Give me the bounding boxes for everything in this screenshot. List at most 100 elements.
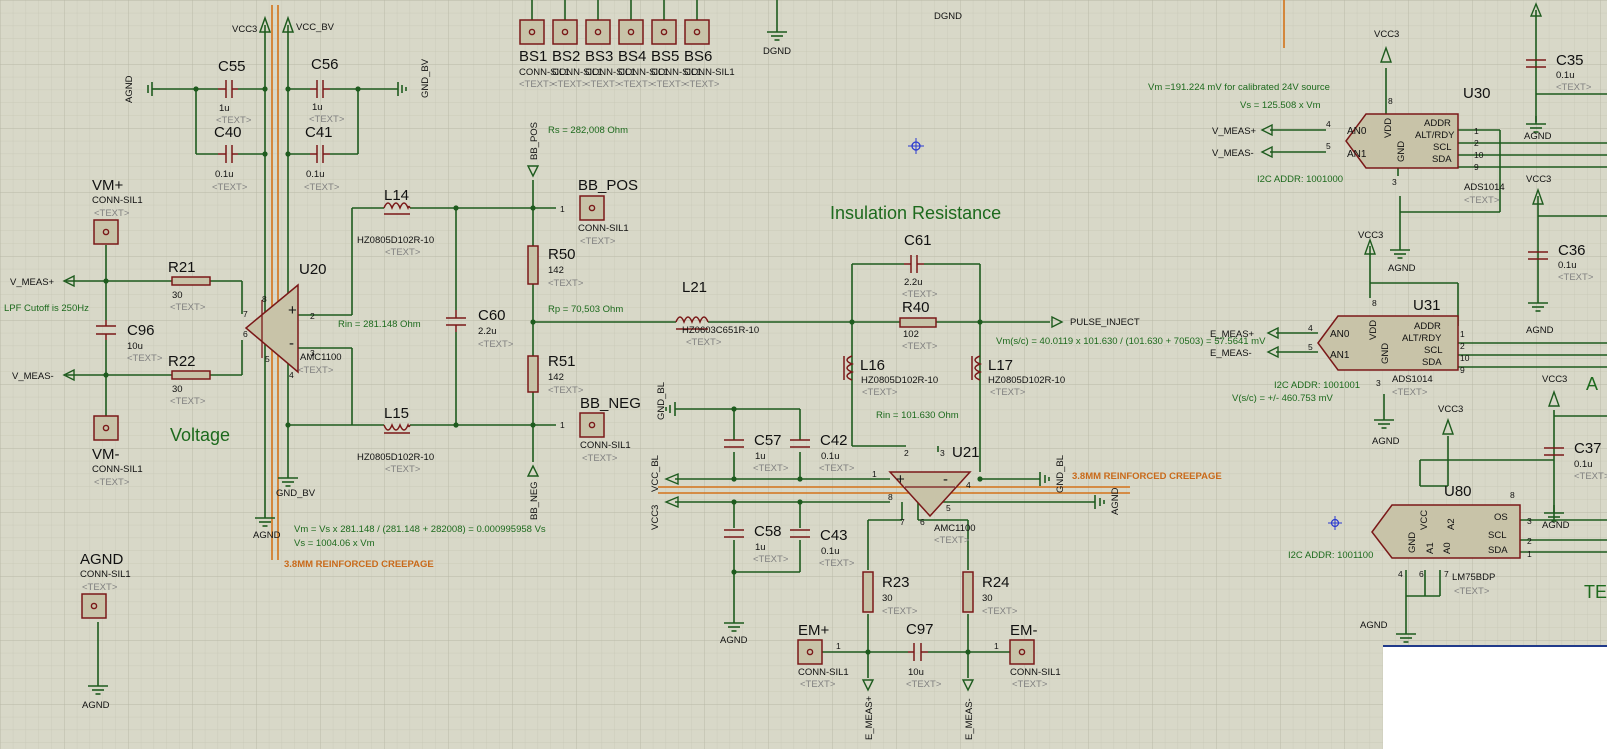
u20-plus: + [288,302,297,319]
u80-part: LM75BDP [1452,572,1495,583]
gnd-bv-top [397,82,407,96]
vcc3-arrow-icon [664,495,679,509]
net-dgnd-2: DGND [934,11,962,22]
resistor-r51 [527,355,539,393]
u31-ref: U31 [1413,297,1441,314]
net-emeas-plus-right: E_MEAS+ [1210,329,1255,340]
emn-type: CONN-SIL1 [1010,667,1061,678]
u31-an1: AN1 [1330,350,1350,361]
bbp-text: <TEXT> [580,236,616,247]
bbp-type: CONN-SIL1 [578,223,629,234]
c97-val: 10u [908,667,924,678]
vmeas-minus-arrow-icon [62,368,75,382]
c58-val: 1u [755,542,766,553]
c97-text: <TEXT> [906,679,942,690]
r40-text: <TEXT> [902,341,938,352]
emn-text: <TEXT> [1012,679,1048,690]
l14-text: <TEXT> [385,247,421,258]
r21-val: 30 [172,290,183,301]
c97-ref: C97 [906,621,934,638]
c40-val: 0.1u [215,169,234,180]
agnd-type: CONN-SIL1 [80,569,131,580]
bs4-ref: BS4 [618,48,646,65]
note-rin-u20: Rin = 281.148 Ohm [338,319,421,330]
c37-text: <TEXT> [1574,471,1607,482]
bs5-ref: BS5 [651,48,679,65]
l17-val: HZ0805D102R-10 [988,375,1065,386]
emn-ref: EM- [1010,622,1038,639]
agnd-text: <TEXT> [82,582,118,593]
r50-text: <TEXT> [548,278,584,289]
cap-c40 [218,145,238,163]
cap-c56 [310,80,330,98]
vmn-ref: VM- [92,446,120,463]
bs3-type: CONN-SIL1 [585,67,636,78]
net-vmeas-minus-left: V_MEAS- [12,371,54,382]
emn-pin1: 1 [994,641,999,651]
bs4-text: <TEXT> [618,79,654,90]
net-agnd-bottom: AGND [82,700,110,711]
creepage-label-right: 3.8MM REINFORCED CREEPAGE [1072,471,1222,482]
u30-pin3: 3 [1392,177,1397,187]
vmn-text: <TEXT> [94,477,130,488]
note-rp: Rp = 70,503 Ohm [548,304,623,315]
c61-val: 2.2u [904,277,923,288]
u21-minus: - [943,471,948,488]
u21-pin1: 1 [872,469,877,479]
r22-val: 30 [172,384,183,395]
title-insulation-resistance: Insulation Resistance [830,203,1001,223]
cap-c96 [96,320,116,340]
net-pulse-inject: PULSE_INJECT [1070,317,1140,328]
adc-u31 [1317,315,1459,371]
connector-bb-pos [579,195,605,221]
u30-pin8: 8 [1388,96,1393,106]
emp-pin1: 1 [836,641,841,651]
bbp-ref: BB_POS [578,177,638,194]
l16-val: HZ0805D102R-10 [861,375,938,386]
vcc3-arrow-icon [1442,417,1454,435]
cap-c55 [218,80,238,98]
u20-minus: - [289,335,294,352]
u31-vdd: VDD [1368,320,1379,340]
c96-val: 10u [127,341,143,352]
net-emeas-minus-right: E_MEAS- [1210,348,1252,359]
blank-region [1383,646,1607,749]
u31-pin9: 9 [1460,365,1465,375]
u20-part: AMC1100 [300,352,342,363]
u21-pin3: 3 [940,448,945,458]
u31-an0: AN0 [1330,329,1350,340]
u30-pin2: 2 [1474,138,1479,148]
connector-bb-neg [579,412,605,438]
u20-pin5: 5 [265,354,270,364]
bs6-text: <TEXT> [684,79,720,90]
l17-ref: L17 [988,357,1013,374]
u80-ref: U80 [1444,483,1472,500]
r50-ref: R50 [548,246,576,263]
u20-ref: U20 [299,261,327,278]
junction-dots [103,86,983,655]
u30-ref: U30 [1463,85,1491,102]
c61-ref: C61 [904,232,932,249]
pulse-inject-arrow-icon [1051,315,1064,329]
partial-label-te: TE [1584,582,1607,602]
cap-c42 [790,439,810,448]
net-emeas-plus-vertical: E_MEAS+ [864,695,875,740]
inductor-l16 [846,355,855,381]
net-agnd-c58: AGND [720,635,748,646]
note-vm-eq: Vm = Vs x 281.148 / (281.148 + 282008) =… [294,524,546,535]
r40-val: 102 [903,329,919,340]
c60-text: <TEXT> [478,339,514,350]
u80-vcc: VCC [1419,510,1430,530]
net-agnd-u80: AGND [1360,620,1388,631]
connector-bs5 [651,19,677,45]
u31-sda: SDA [1422,357,1442,368]
bbn-text: <TEXT> [582,453,618,464]
l21-ref: L21 [682,279,707,296]
resistor-r22 [171,370,211,380]
c57-text: <TEXT> [753,463,789,474]
u30-pin9: 9 [1474,162,1479,172]
bs2-type: CONN-SIL1 [552,67,603,78]
c41-ref: C41 [305,124,333,141]
u20-pin3: 3 [310,348,315,358]
vcc-bl-arrow-icon [664,472,679,486]
